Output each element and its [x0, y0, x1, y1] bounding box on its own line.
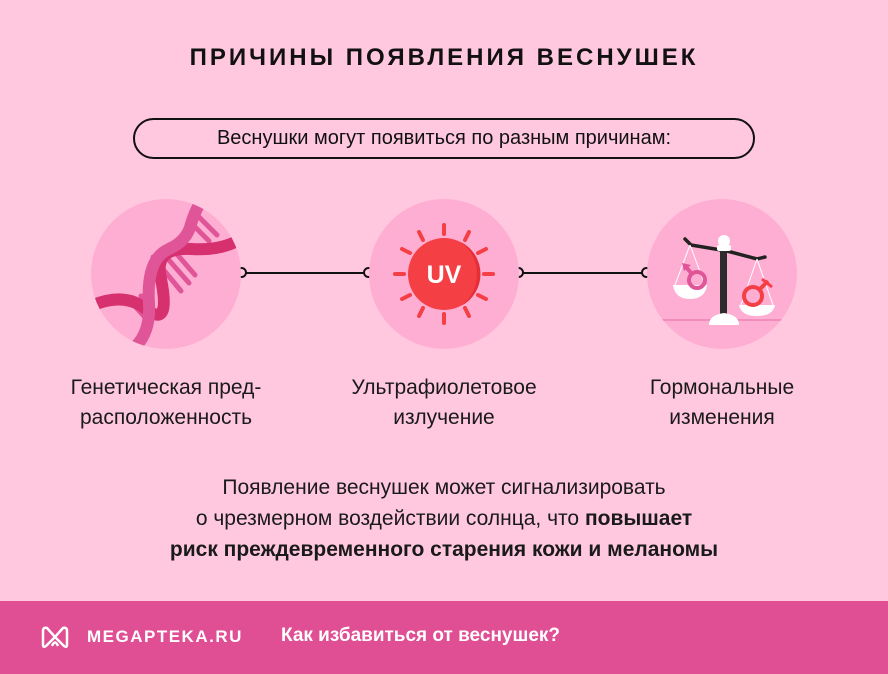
cause-label-uv: Ультрафиолетовое излучение	[351, 376, 537, 429]
cause-label-hormonal: Гормональные изменения	[649, 376, 795, 429]
uv-sun-icon: UV	[393, 223, 495, 325]
intro-pill: Веснушки могут появиться по разным причи…	[133, 118, 755, 159]
connector-line-2	[519, 272, 647, 274]
page-title: ПРИЧИНЫ ПОЯВЛЕНИЯ ВЕСНУШЕК	[189, 44, 699, 71]
megapteka-logo-icon[interactable]	[40, 625, 70, 649]
dna-icon	[91, 199, 241, 349]
uv-text: UV	[427, 261, 462, 289]
hormone-circle	[647, 199, 797, 349]
brand-link[interactable]: MEGAPTEKA.RU	[87, 627, 243, 646]
dna-circle	[91, 199, 241, 349]
hormone-scales-icon	[662, 235, 782, 325]
connector-line-1	[241, 272, 369, 274]
uv-circle: UV	[369, 199, 519, 349]
intro-text: Веснушки могут появиться по разным причи…	[216, 127, 672, 149]
footer-bar: MEGAPTEKA.RU Как избавиться от веснушек?	[0, 601, 888, 674]
cause-label-genetic: Генетическая пред- расположенность	[70, 376, 262, 429]
freckles-removal-link[interactable]: Как избавиться от веснушек?	[281, 625, 561, 646]
conclusion-text: Появление веснушек может сигнализировать…	[169, 476, 719, 561]
